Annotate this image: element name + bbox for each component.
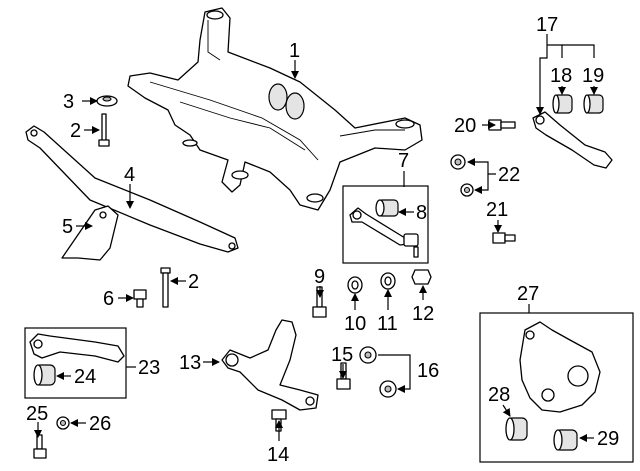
callout-24: 24 bbox=[74, 366, 96, 388]
callout-7: 7 bbox=[398, 150, 409, 172]
toe-link bbox=[349, 207, 419, 258]
leader-lines bbox=[34, 34, 598, 442]
nut-22b bbox=[460, 183, 474, 197]
callout-19: 19 bbox=[582, 65, 604, 87]
callout-28: 28 bbox=[488, 384, 510, 406]
callout-12: 12 bbox=[412, 303, 434, 325]
callout-29: 29 bbox=[597, 428, 619, 450]
washer-11 bbox=[380, 272, 396, 290]
upper-arm bbox=[221, 319, 319, 411]
nut-12 bbox=[411, 269, 432, 285]
cushion bbox=[96, 95, 118, 107]
callout-25: 25 bbox=[26, 403, 48, 425]
toe-link-bushing bbox=[375, 199, 399, 217]
callout-26: 26 bbox=[89, 413, 111, 435]
bolt-25 bbox=[33, 434, 47, 459]
crossmember bbox=[127, 7, 423, 211]
bushing-19 bbox=[583, 94, 604, 114]
callout-labels: 1 2 2 3 4 5 6 7 8 9 10 11 12 13 14 15 16… bbox=[26, 14, 619, 466]
box-23 bbox=[24, 327, 127, 399]
callout-27: 27 bbox=[517, 283, 539, 305]
lateral-bar bbox=[25, 125, 239, 253]
trailing-arm bbox=[532, 111, 613, 169]
bushing-16 bbox=[379, 380, 397, 398]
bolt-21 bbox=[492, 232, 516, 244]
nut-22a bbox=[450, 154, 466, 170]
callout-21: 21 bbox=[486, 199, 508, 221]
callout-1: 1 bbox=[289, 40, 300, 62]
washer-10 bbox=[347, 276, 363, 294]
callout-3: 3 bbox=[63, 91, 74, 113]
box-27 bbox=[479, 312, 634, 463]
bushing-24 bbox=[33, 364, 56, 386]
bolt-upper bbox=[98, 113, 110, 147]
callout-13: 13 bbox=[179, 352, 201, 374]
callout-2: 2 bbox=[188, 271, 199, 293]
bracket bbox=[61, 205, 119, 261]
callout-14: 14 bbox=[267, 444, 289, 466]
callout-9: 9 bbox=[314, 266, 325, 288]
callout-5: 5 bbox=[62, 216, 73, 238]
callout-16: 16 bbox=[417, 360, 439, 382]
bushing-18 bbox=[552, 94, 573, 114]
callout-15: 15 bbox=[331, 344, 353, 366]
lower-arm bbox=[29, 333, 125, 363]
bushing-15 bbox=[359, 346, 377, 364]
callout-20: 20 bbox=[454, 115, 476, 137]
callout-4: 4 bbox=[124, 164, 135, 186]
callout-17: 17 bbox=[536, 14, 558, 36]
callout-18: 18 bbox=[550, 65, 572, 87]
callout-6: 6 bbox=[103, 288, 114, 310]
callout-8: 8 bbox=[416, 202, 427, 224]
bushing-29 bbox=[553, 429, 578, 451]
callout-23: 23 bbox=[138, 357, 160, 379]
bushing-28 bbox=[505, 417, 528, 441]
callout-2: 2 bbox=[70, 120, 81, 142]
nut-26 bbox=[56, 416, 70, 430]
bolt-lower bbox=[160, 267, 171, 308]
knuckle bbox=[519, 321, 601, 413]
bolt-short bbox=[133, 289, 147, 308]
callout-22: 22 bbox=[498, 164, 520, 186]
box-7 bbox=[342, 185, 429, 264]
callout-11: 11 bbox=[377, 313, 398, 335]
callout-10: 10 bbox=[344, 313, 366, 335]
